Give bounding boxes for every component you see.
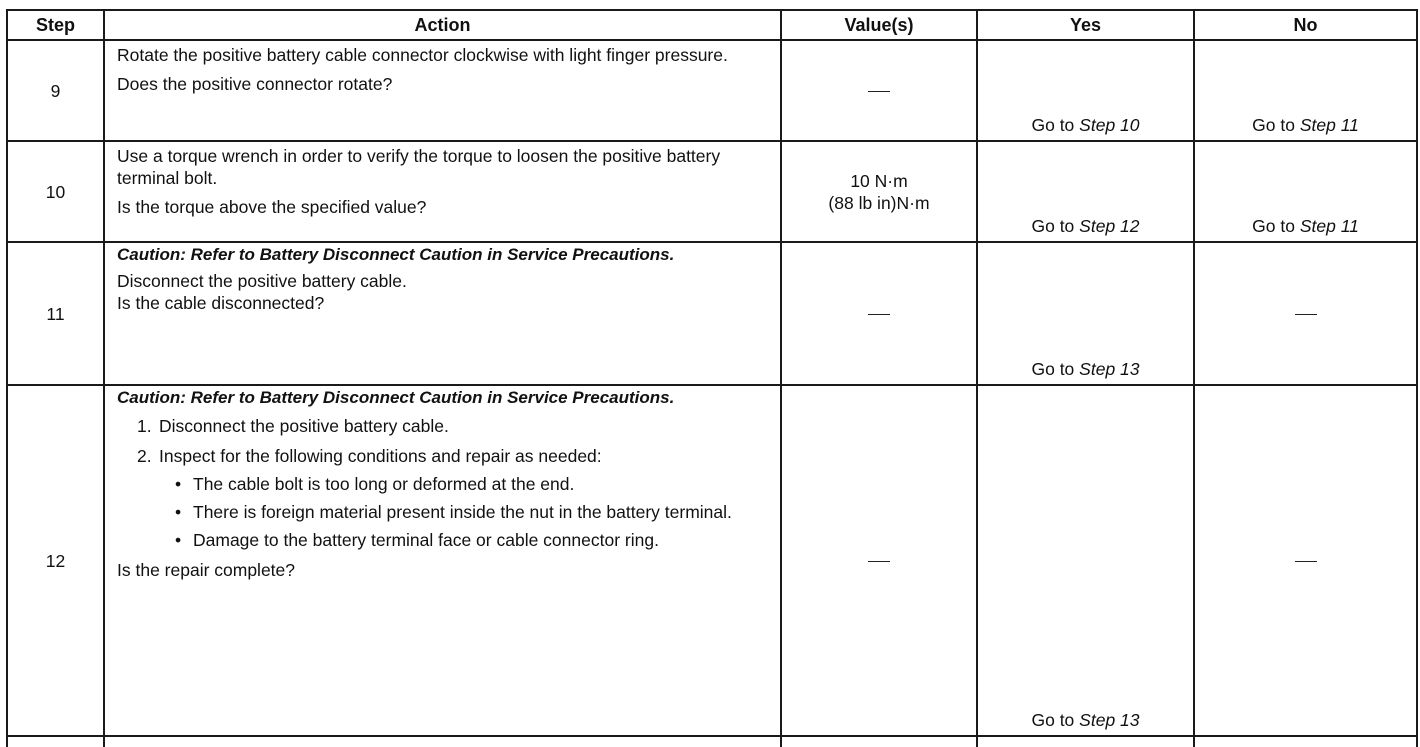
- action-text: Rotate the positive battery cable connec…: [117, 45, 728, 65]
- action-cell: Caution: Refer to Battery Disconnect Cau…: [103, 241, 782, 386]
- no-goto: Go to Step 11: [1252, 216, 1359, 236]
- value-cell: —: [780, 39, 978, 142]
- step-number: 11: [6, 241, 105, 386]
- no-dash: [1294, 561, 1317, 563]
- table-row-step-11: 11 Caution: Refer to Battery Disconnect …: [6, 241, 1418, 386]
- header-step: Step: [6, 9, 105, 41]
- action-text: Use a torque wrench in order to verify t…: [117, 146, 721, 188]
- yes-step-link: Step 12: [1079, 216, 1140, 236]
- yes-cell: Go to Step 10: [976, 39, 1195, 142]
- table-continuation-row: [6, 735, 1418, 747]
- yes-goto: Go to Step 12: [1031, 216, 1140, 236]
- yes-goto: Go to Step 10: [1031, 115, 1140, 135]
- table-row-step-10: 10 Use a torque wrench in order to verif…: [6, 140, 1418, 243]
- no-goto: Go to Step 11: [1252, 115, 1359, 135]
- yes-cell: Go to Step 13: [976, 384, 1195, 737]
- numbered-item: 1.Disconnect the positive battery cable.: [137, 416, 449, 436]
- header-yes: Yes: [976, 9, 1195, 41]
- table-row-step-9: 9 Rotate the positive battery cable conn…: [6, 39, 1418, 142]
- value-metric: 10 N·m: [850, 170, 908, 191]
- action-question: Does the positive connector rotate?: [117, 74, 393, 94]
- bullet-item: •There is foreign material present insid…: [175, 502, 732, 522]
- header-action: Action: [103, 9, 782, 41]
- action-cell: Rotate the positive battery cable connec…: [103, 39, 782, 142]
- value-cell: 10 N·m (88 lb in)N·m: [780, 140, 978, 243]
- no-dash: [1294, 314, 1317, 316]
- no-cell: Go to Step 11: [1193, 39, 1418, 142]
- value-dash: [868, 91, 890, 93]
- step-number: 9: [6, 39, 105, 142]
- table-row-step-12: 12 Caution: Refer to Battery Disconnect …: [6, 384, 1418, 737]
- yes-cell: Go to Step 13: [976, 241, 1195, 386]
- table-header-row: Step Action Value(s) Yes No: [6, 9, 1418, 41]
- value-dash: [868, 561, 890, 563]
- value-cell: —: [780, 241, 978, 386]
- action-question: Is the torque above the specified value?: [117, 197, 427, 217]
- value-dash: [868, 314, 890, 316]
- bullet-item: •Damage to the battery terminal face or …: [175, 530, 659, 550]
- no-cell: —: [1193, 384, 1418, 737]
- numbered-item: 2.Inspect for the following conditions a…: [137, 446, 602, 466]
- action-text: Disconnect the positive battery cable.: [117, 271, 407, 291]
- yes-step-link: Step 13: [1079, 710, 1140, 730]
- yes-goto: Go to Step 13: [1031, 710, 1140, 730]
- value-imperial: (88 lb in)N·m: [828, 192, 930, 213]
- diagnostic-table-page: Step Action Value(s) Yes No 9 Rotate the…: [6, 9, 1418, 747]
- action-question: Is the repair complete?: [117, 560, 296, 580]
- diagnostic-table: Step Action Value(s) Yes No 9 Rotate the…: [6, 9, 1418, 747]
- caution-note: Caution: Refer to Battery Disconnect Cau…: [117, 245, 675, 264]
- no-cell: Go to Step 11: [1193, 140, 1418, 243]
- action-cell: Caution: Refer to Battery Disconnect Cau…: [103, 384, 782, 737]
- step-number: 10: [6, 140, 105, 243]
- yes-step-link: Step 13: [1079, 359, 1140, 379]
- value-cell: —: [780, 384, 978, 737]
- yes-cell: Go to Step 12: [976, 140, 1195, 243]
- header-values: Value(s): [780, 9, 978, 41]
- header-no: No: [1193, 9, 1418, 41]
- no-step-link: Step 11: [1299, 115, 1359, 135]
- action-question: Is the cable disconnected?: [117, 293, 325, 313]
- no-step-link: Step 11: [1299, 216, 1359, 236]
- yes-goto: Go to Step 13: [1031, 359, 1140, 379]
- action-cell: Use a torque wrench in order to verify t…: [103, 140, 782, 243]
- no-cell: —: [1193, 241, 1418, 386]
- step-number: 12: [6, 384, 105, 737]
- caution-note: Caution: Refer to Battery Disconnect Cau…: [117, 388, 675, 407]
- bullet-item: •The cable bolt is too long or deformed …: [175, 474, 575, 494]
- yes-step-link: Step 10: [1079, 115, 1140, 135]
